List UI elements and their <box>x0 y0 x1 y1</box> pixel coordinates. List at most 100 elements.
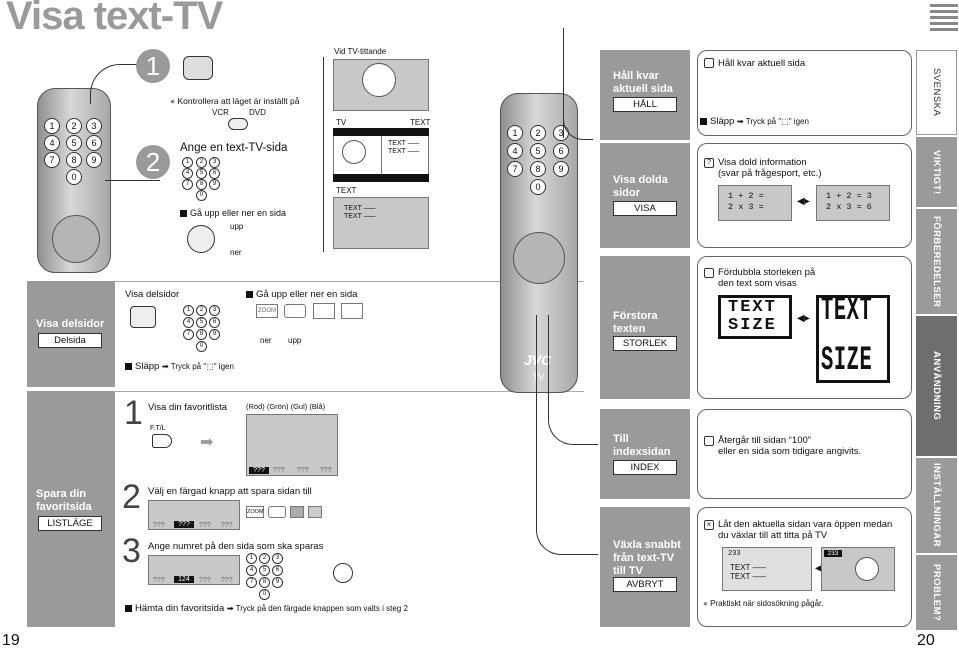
key-5[interactable]: 5 <box>530 143 546 159</box>
avbryt-desc1: Låt den aktuella sidan vara öppen medan <box>718 519 893 530</box>
key-8[interactable]: 8 <box>66 152 82 168</box>
tv-label: TV <box>336 118 347 127</box>
key-6[interactable]: 6 <box>209 168 220 179</box>
quiz-1b: 2 x 3 = <box>728 202 764 212</box>
color-button-1[interactable] <box>290 506 304 518</box>
key-6[interactable]: 6 <box>553 143 569 159</box>
key-9[interactable]: 9 <box>553 161 569 177</box>
key-0[interactable]: 0 <box>259 589 270 600</box>
key-2[interactable]: 2 <box>259 553 270 564</box>
key-8[interactable]: 8 <box>530 161 546 177</box>
dpad-icon[interactable] <box>52 215 100 263</box>
key-1[interactable]: 1 <box>44 118 60 134</box>
dpad-icon[interactable] <box>513 232 565 284</box>
key-4[interactable]: 4 <box>507 143 523 159</box>
color-button-2[interactable] <box>308 506 322 518</box>
key-2[interactable]: 2 <box>66 118 82 134</box>
zoom-button[interactable]: ZOOM <box>256 304 278 318</box>
key-4[interactable]: 4 <box>182 168 193 179</box>
key-8[interactable]: 8 <box>196 179 207 190</box>
tab-installningar[interactable]: INSTÄLLNINGAR <box>916 458 957 553</box>
key-4[interactable]: 4 <box>44 135 60 151</box>
key-9[interactable]: 9 <box>209 179 220 190</box>
key-5[interactable]: 5 <box>66 135 82 151</box>
tv-logo: TV <box>533 372 545 382</box>
key-2[interactable]: 2 <box>530 125 546 141</box>
key-3[interactable]: 3 <box>86 118 102 134</box>
tab-forberedelser[interactable]: FÖRBEREDELSER <box>916 209 957 314</box>
key-3[interactable]: 3 <box>209 305 220 316</box>
visa-delsidor-label: Visa delsidor <box>36 318 105 330</box>
switch-button-2[interactable] <box>268 506 286 518</box>
dpad-small-icon[interactable] <box>187 225 215 253</box>
avbryt-note: ● Praktiskt när sidosökning pågår. <box>703 599 824 608</box>
key-8[interactable]: 8 <box>259 577 270 588</box>
key-1[interactable]: 1 <box>507 125 523 141</box>
key-7[interactable]: 7 <box>507 161 523 177</box>
tab-viktigt[interactable]: VIKTIGT! <box>916 137 957 207</box>
key-9[interactable]: 9 <box>272 577 283 588</box>
fav2-text: Välj en färgad knapp att spara sidan til… <box>148 486 312 497</box>
size-screen-big <box>816 295 890 383</box>
key-7[interactable]: 7 <box>183 329 194 340</box>
storlek-panel <box>600 256 690 399</box>
key-6[interactable]: 6 <box>209 317 220 328</box>
toggle-arrows-icon: ◀▸ <box>797 196 810 207</box>
key-5[interactable]: 5 <box>259 565 270 576</box>
key-0[interactable]: 0 <box>196 341 207 352</box>
hall-desc: Håll kvar aktuell sida <box>718 58 806 69</box>
jvc-logo: JVC <box>524 352 552 368</box>
key-8[interactable]: 8 <box>196 329 207 340</box>
leader-line <box>105 180 160 181</box>
cancel-icon[interactable]: × <box>704 520 714 530</box>
text-label: TEXT <box>410 118 431 127</box>
colors-text: (Röd) (Grön) (Gul) (Blå) <box>246 402 326 411</box>
key-1[interactable]: 1 <box>182 157 193 168</box>
fav-step-1: 1 <box>124 394 143 432</box>
key-7[interactable]: 7 <box>44 152 60 168</box>
key-3[interactable]: 3 <box>272 553 283 564</box>
key-2[interactable]: 2 <box>196 305 207 316</box>
delsida-button[interactable]: Delsida <box>38 333 102 348</box>
zoom-button-2[interactable]: ZOOM <box>246 506 264 518</box>
tab-label: SVENSKA <box>931 68 942 117</box>
storlek-label: Förstora texten <box>613 310 658 335</box>
key-4[interactable]: 4 <box>183 317 194 328</box>
key-6[interactable]: 6 <box>86 135 102 151</box>
press-hand-icon[interactable] <box>333 563 353 583</box>
storlek-button[interactable]: STORLEK <box>613 336 677 351</box>
hold-icon[interactable] <box>704 58 714 68</box>
quiz-2b: 2 x 3 = 6 <box>826 202 872 212</box>
key-7[interactable]: 7 <box>246 577 257 588</box>
key-6[interactable]: 6 <box>272 565 283 576</box>
tab-problem[interactable]: PROBLEM? <box>916 555 957 630</box>
key-1[interactable]: 1 <box>183 305 194 316</box>
key-0[interactable]: 0 <box>530 179 546 195</box>
mode-switch-icon[interactable] <box>228 118 248 130</box>
tab-svenska[interactable]: SVENSKA <box>916 50 957 135</box>
avbryt-desc2: du växlar till att titta på TV <box>718 530 828 541</box>
page-switch-button[interactable] <box>284 304 306 318</box>
key-0[interactable]: 0 <box>196 190 207 201</box>
reveal-icon[interactable]: ? <box>704 158 714 168</box>
key-0[interactable]: 0 <box>66 169 82 185</box>
key-5[interactable]: 5 <box>196 317 207 328</box>
key-9[interactable]: 9 <box>86 152 102 168</box>
key-2[interactable]: 2 <box>196 157 207 168</box>
avbryt-button[interactable]: AVBRYT <box>613 577 677 592</box>
key-5[interactable]: 5 <box>196 168 207 179</box>
listlage-button[interactable]: LISTLÄGE <box>38 516 102 531</box>
key-1[interactable]: 1 <box>246 553 257 564</box>
key-4[interactable]: 4 <box>246 565 257 576</box>
cancel-text-1: TEXT ––– <box>730 563 766 572</box>
key-3[interactable]: 3 <box>209 157 220 168</box>
ftl-button-icon[interactable] <box>152 434 172 448</box>
hall-button[interactable]: HÅLL <box>613 97 677 112</box>
index-icon[interactable] <box>704 436 714 446</box>
index-button[interactable]: INDEX <box>613 460 677 475</box>
size-icon[interactable] <box>704 268 714 278</box>
tab-anvandning[interactable]: ANVÄNDNING <box>916 316 957 456</box>
visa-button[interactable]: VISA <box>613 201 677 216</box>
key-7[interactable]: 7 <box>182 179 193 190</box>
key-9[interactable]: 9 <box>209 329 220 340</box>
